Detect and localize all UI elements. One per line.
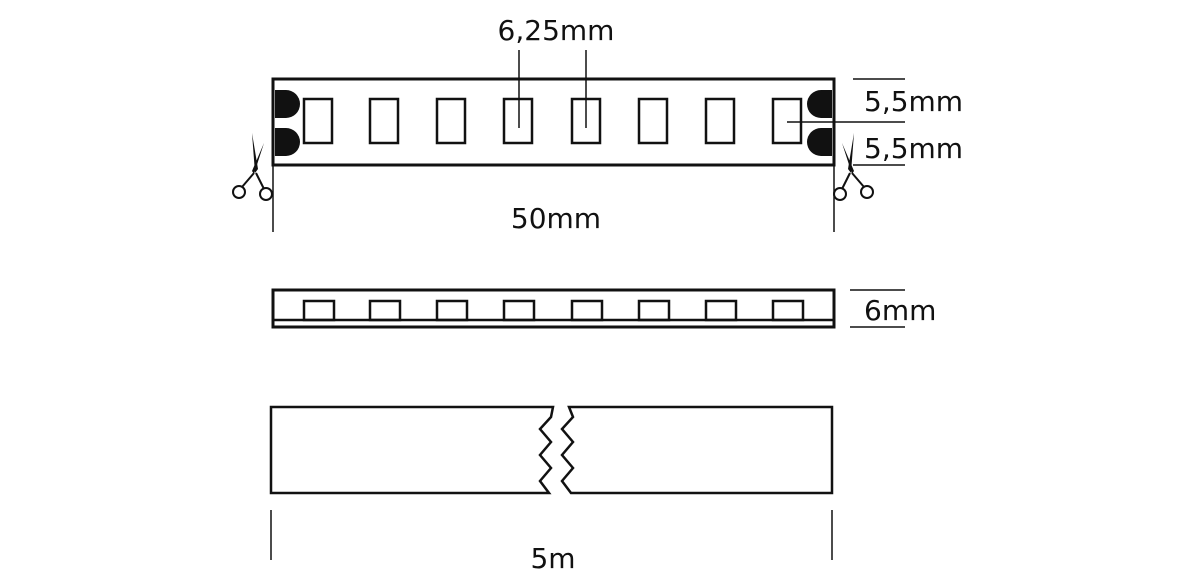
thickness-label: 6mm (864, 294, 936, 327)
pitch-label: 6,25mm (498, 14, 615, 47)
solder-pads (275, 90, 832, 156)
thickness-dimension (850, 289, 905, 328)
led-chip-side (704, 299, 738, 322)
led-chip-side (771, 299, 805, 322)
led-chip (771, 97, 803, 145)
led-chips-top (302, 97, 803, 145)
total-length-dimension (270, 510, 833, 560)
pad-offset-dimension (787, 78, 905, 166)
solder-pad-right-bottom (807, 128, 832, 156)
led-chip-side (302, 299, 336, 322)
solder-pad-left-bottom (275, 128, 300, 156)
pad-offset-top-label: 5,5mm (864, 85, 963, 118)
top-view: 6,25mm 5,5mm 5,5mm (232, 14, 963, 235)
strip-top-outline (271, 77, 836, 167)
pad-offset-bottom-label: 5,5mm (864, 132, 963, 165)
led-chip (502, 97, 534, 145)
led-chip (368, 97, 400, 145)
reel-left-part (269, 405, 555, 495)
led-chip (704, 97, 736, 145)
side-view: 6mm (271, 288, 936, 329)
solder-pad-right-top (807, 90, 832, 118)
scissors-icon (833, 133, 874, 201)
led-chip-side (570, 299, 604, 322)
led-chip-side (637, 299, 671, 322)
solder-pad-left-top (275, 90, 300, 118)
led-chip-side (502, 299, 536, 322)
led-chip (435, 97, 467, 145)
scissors-icon (232, 133, 273, 201)
segment-length-label: 50mm (511, 202, 601, 235)
led-chips-side (302, 299, 805, 322)
strip-side-outline (271, 288, 836, 329)
led-chip (637, 97, 669, 145)
led-chip-side (368, 299, 402, 322)
led-chip (302, 97, 334, 145)
cut-lines (272, 165, 835, 232)
total-length-label: 5m (530, 542, 575, 575)
reel-right-part (560, 405, 834, 495)
full-length-view: 5m (269, 405, 834, 575)
led-chip-side (435, 299, 469, 322)
pitch-dimension (518, 50, 587, 128)
